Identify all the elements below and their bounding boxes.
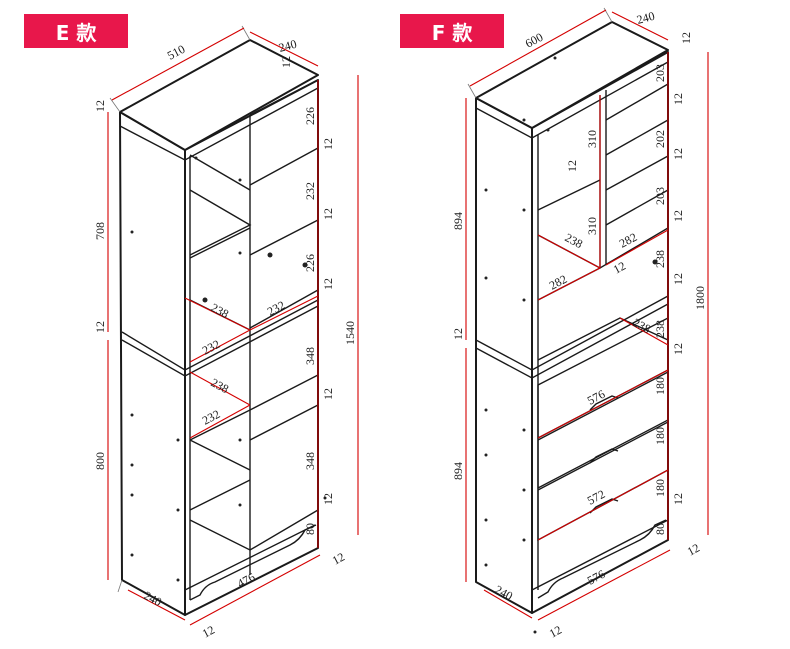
- f-r80: 80: [653, 523, 667, 535]
- model-f-badge: F 款: [400, 14, 504, 48]
- f-board-mid: 12: [611, 259, 628, 277]
- f-board-bottom-right: 12: [685, 541, 702, 559]
- f-board-r5: 12: [671, 343, 685, 355]
- e-board-r5: 12: [321, 493, 335, 505]
- f-total-height: 1800: [693, 286, 707, 310]
- e-dimensions: 510 240 12 708 800 12 12 1540 226 12 232…: [93, 25, 359, 641]
- f-r238-lower: 238: [653, 320, 667, 338]
- f-r203b: 203: [653, 187, 667, 205]
- f-board-r4: 12: [671, 273, 685, 285]
- e-right-348b: 348: [303, 452, 317, 470]
- f-depth-label: 240: [635, 9, 656, 27]
- f-board-r6: 12: [671, 493, 685, 505]
- e-upper-height: 708: [93, 222, 107, 240]
- e-depth-label: 240: [277, 37, 298, 55]
- e-right-226a: 226: [303, 107, 317, 125]
- e-board-r1: 12: [321, 138, 335, 150]
- f-r238: 238: [653, 250, 667, 268]
- f-r180a: 180: [653, 377, 667, 395]
- f-board-left-mid: 12: [451, 328, 465, 340]
- e-board-r4: 12: [321, 388, 335, 400]
- e-right-80: 80: [303, 523, 317, 535]
- f-inner-310a: 310: [585, 130, 599, 148]
- f-board-inner: 12: [565, 160, 579, 172]
- e-board-bottom-left: 12: [200, 623, 217, 641]
- cabinet-e: [119, 39, 327, 616]
- e-board-top: 12: [279, 56, 293, 68]
- f-inner-310b: 310: [585, 217, 599, 235]
- e-board-left-top: 12: [93, 100, 107, 112]
- f-r203a: 203: [653, 64, 667, 82]
- f-board-r1: 12: [671, 93, 685, 105]
- f-r180b: 180: [653, 427, 667, 445]
- e-right-226b: 226: [303, 254, 317, 272]
- e-board-r3: 12: [321, 278, 335, 290]
- f-top-panel: [475, 21, 669, 129]
- f-board-bottom-left: 12: [547, 623, 564, 641]
- f-board-top: 12: [679, 32, 693, 44]
- f-r180c: 180: [653, 479, 667, 497]
- e-lower-height: 800: [93, 452, 107, 470]
- e-right-348a: 348: [303, 347, 317, 365]
- e-right-232: 232: [303, 182, 317, 200]
- f-board-r2: 12: [671, 148, 685, 160]
- model-e-badge: E 款: [24, 14, 128, 48]
- e-board-bottom-right: 12: [330, 550, 347, 568]
- e-top-panel: [119, 39, 319, 151]
- f-upper-height: 894: [451, 212, 465, 230]
- cabinet-f: [475, 21, 669, 634]
- e-board-r2: 12: [321, 208, 335, 220]
- f-board-r3: 12: [671, 210, 685, 222]
- f-r202: 202: [653, 130, 667, 148]
- f-width-label: 600: [523, 30, 545, 51]
- e-width-label: 510: [165, 42, 187, 63]
- e-total-height: 1540: [343, 321, 357, 345]
- f-lower-height: 894: [451, 462, 465, 480]
- e-board-left-mid: 12: [93, 321, 107, 333]
